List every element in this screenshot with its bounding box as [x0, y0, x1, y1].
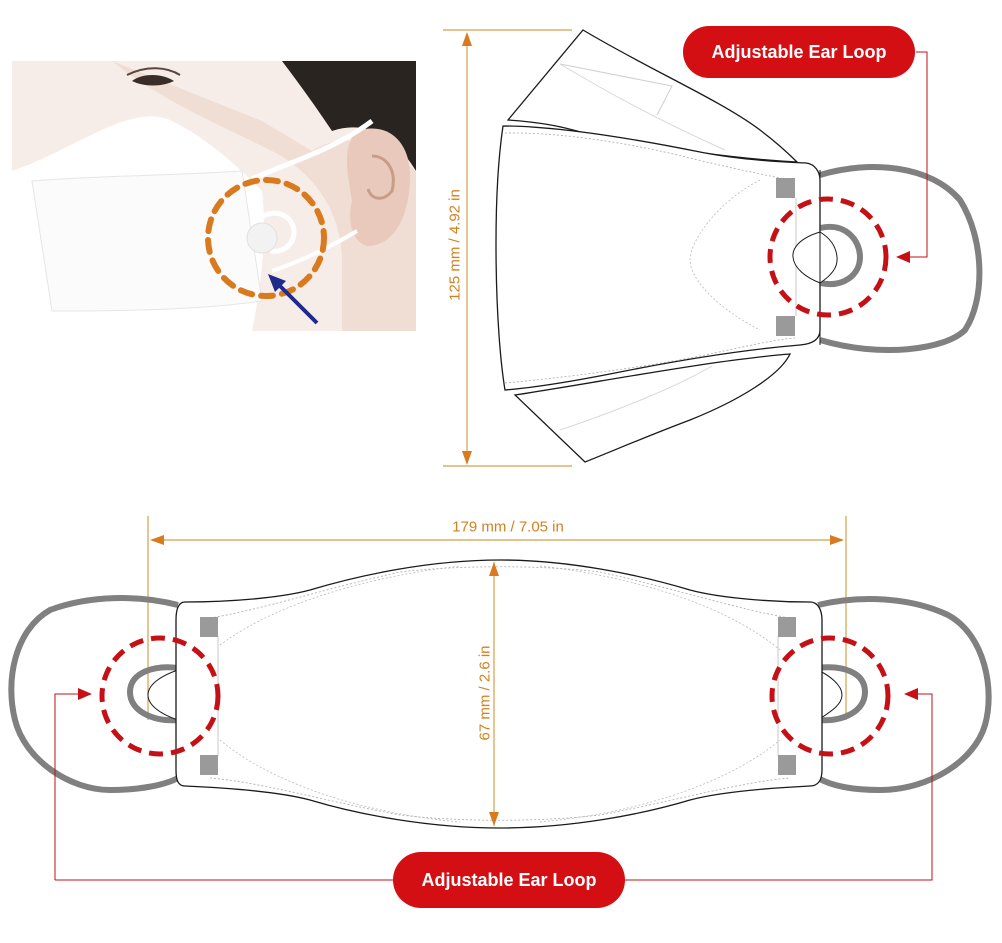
- adjustable-ear-loop-callout-top: Adjustable Ear Loop: [683, 26, 915, 78]
- front-view-mask: [8, 516, 992, 881]
- height-side-dimension-label: 125 mm / 4.92 in: [446, 189, 464, 301]
- side-view-mask: [443, 29, 983, 467]
- height-front-dimension-label: 67 mm / 2.6 in: [476, 645, 494, 741]
- width-dimension-label: 179 mm / 7.05 in: [452, 518, 564, 536]
- adjustable-ear-loop-callout-bottom: Adjustable Ear Loop: [393, 852, 625, 908]
- photo-illustration: [12, 61, 416, 331]
- mask-wearing-photo: [12, 61, 416, 331]
